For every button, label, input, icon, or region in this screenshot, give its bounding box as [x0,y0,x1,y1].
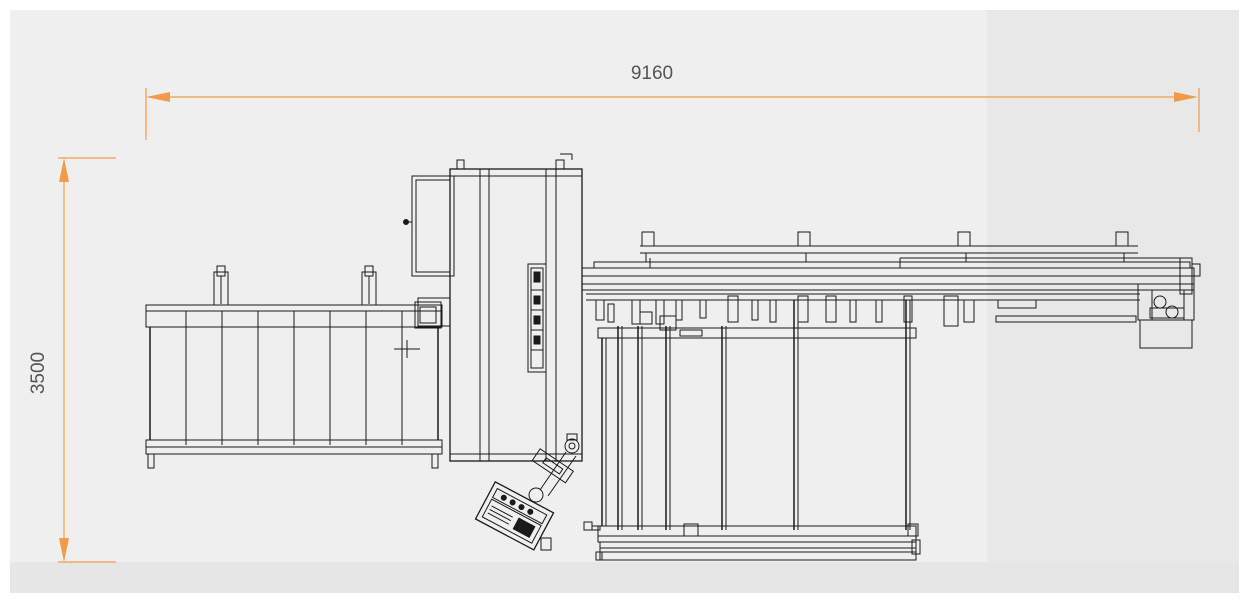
drawing-sheet [10,10,1239,593]
width-dimension-label: 9160 [631,63,673,84]
sheet-bottom-strip [10,562,1239,593]
width-dimension [145,88,1200,140]
width-arrow-left [146,92,170,102]
width-arrow-right [1174,92,1198,102]
height-dimension [58,157,116,563]
height-arrow-bottom [59,538,69,562]
outfeed-table [583,300,921,561]
operator-console-arm [474,433,580,551]
height-arrow-top [59,158,69,182]
left-infeed-rack [145,265,443,469]
sheet-right-panel [987,10,1239,562]
feed-conveyor [581,231,1201,349]
main-saw-unit [403,153,583,462]
height-dimension-label: 3500 [28,352,49,394]
